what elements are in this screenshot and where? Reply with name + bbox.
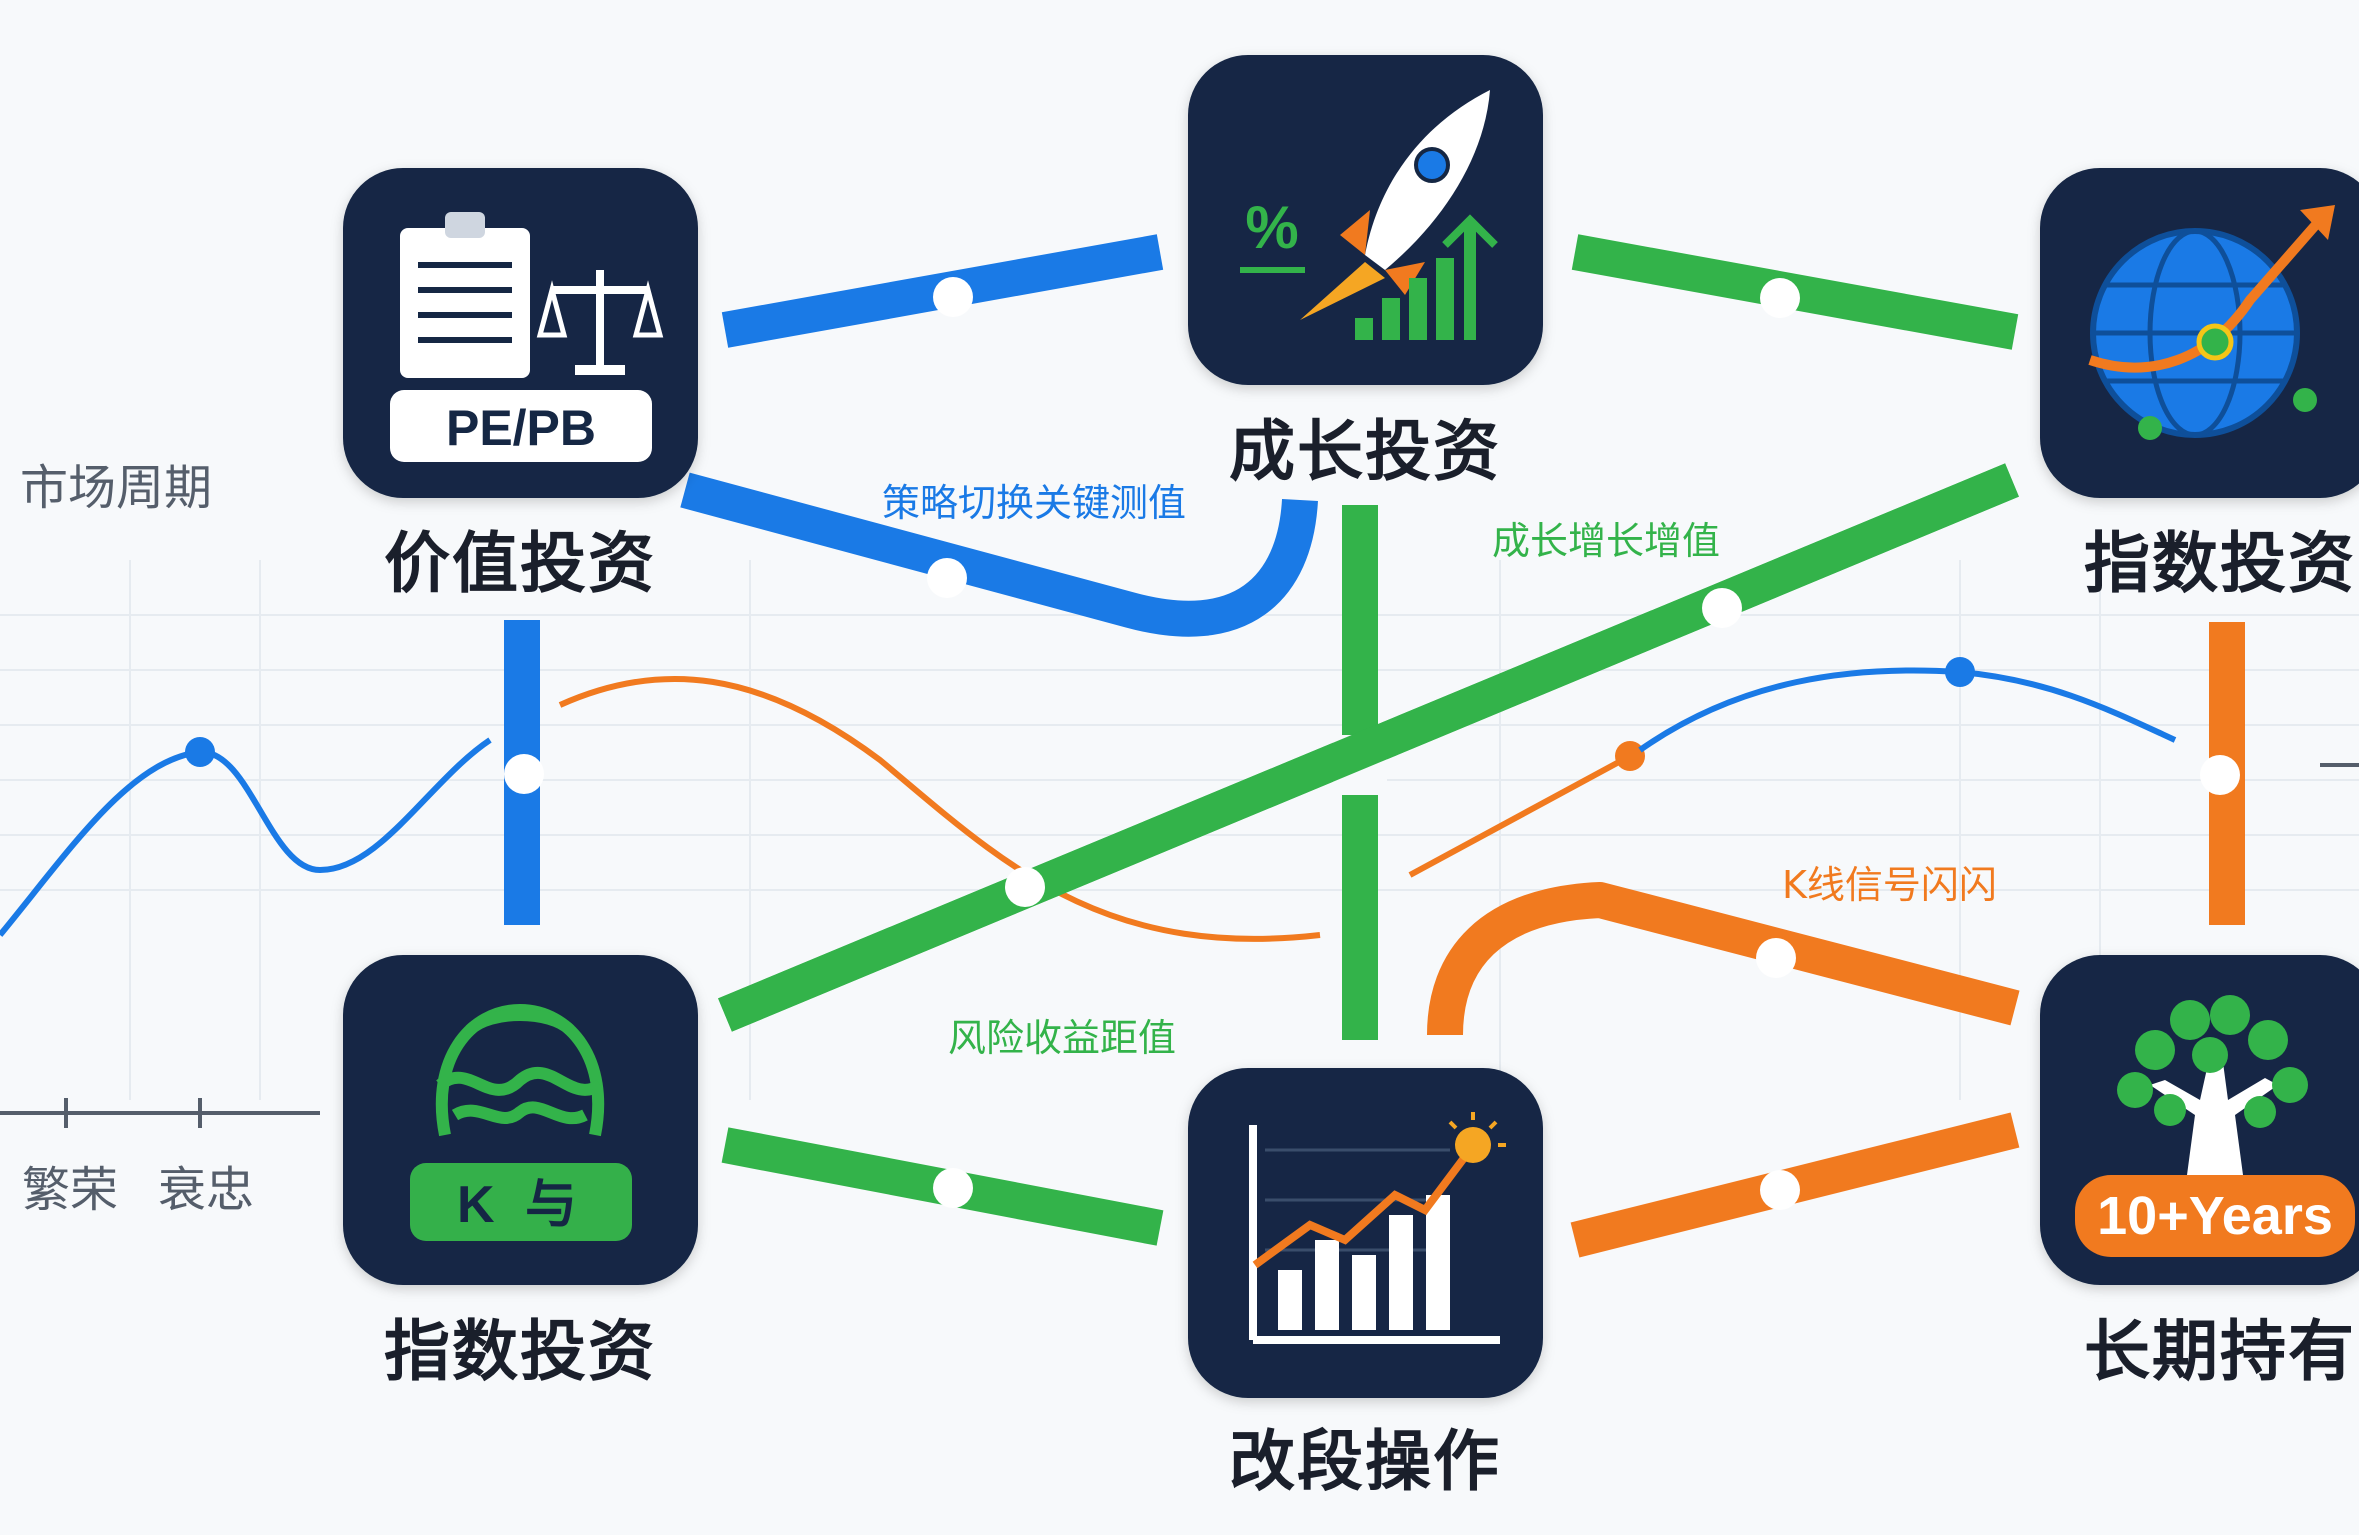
route-label-k-line-signal: K线信号闪闪 [1782,863,1997,907]
node-label-index-investing-top: 指数投资 [2084,525,2356,602]
k-badge [410,1163,632,1241]
k-badge-text: K 与 [457,1176,585,1234]
rocket-growth-icon: % [1240,90,1498,340]
node-label-index-investing-bottom: 指数投资 [384,1313,656,1390]
node-label-band-trading: 改段操作 [1229,1423,1501,1500]
tile-band-trading [1188,1068,1543,1398]
station-dot [933,277,973,317]
coin-wave-icon [435,1003,605,1137]
axis-tick-label-decline: 衰忠 [158,1162,255,1218]
route-diagonal-overlay [718,463,2019,1032]
pe-pb-badge [390,390,652,462]
tile-value-investing: PE/PB [343,168,698,498]
route-label-strategy-switch: 策略切换关键测值 [882,481,1187,525]
clipboard-scale-icon [400,212,664,378]
tile-index-investing-top [2040,168,2359,498]
curve-peak-dot-right [1945,657,1975,687]
station-dot [927,558,967,598]
globe-trend-icon [2088,205,2335,440]
tile-long-term-holding: 10+Years [2040,955,2359,1285]
curve-dot-orange [1615,741,1645,771]
market-cycle-curve-orange [558,675,1321,942]
station-dot [2200,755,2240,795]
station-dot [504,754,544,794]
station-dot [933,1168,973,1208]
axis-tick-label-boom: 繁荣 [22,1162,119,1218]
pe-pb-badge-text: PE/PB [446,400,596,456]
years-badge [2075,1175,2355,1257]
market-cycle-curve-right-blue [1638,667,2177,753]
years-badge-text: 10+Years [2097,1186,2333,1246]
market-cycle-curve-right-orange [1408,753,1632,878]
node-label-long-term-holding: 长期持有 [2084,1313,2356,1390]
market-cycle-curve-left [0,737,492,937]
tile-index-investing-bottom: K 与 [343,955,698,1285]
route-label-growth-increment: 成长增长增值 [1492,519,1721,563]
station-dot [1760,278,1800,318]
cycle-axis [0,1098,320,1128]
route-label-risk-return: 风险收益距值 [948,1016,1177,1060]
percent-icon-text: % [1245,194,1298,261]
curve-peak-dot-left [185,737,215,767]
tree-icon [2117,995,2308,1190]
node-label-value-investing: 价值投资 [384,525,656,602]
node-label-growth-investing: 成长投资 [1229,413,1501,490]
station-dot [1005,867,1045,907]
station-dot [1760,1170,1800,1210]
route-station-dots [504,277,2240,1210]
tile-growth-investing: % [1188,55,1543,385]
station-dot [1756,938,1796,978]
axis-title: 市场周期 [20,460,213,516]
bar-chart-trend-icon [1249,1112,1506,1344]
station-dot [1702,588,1742,628]
route-band-to-long-upper [1427,882,2020,1036]
route-value-to-growth-lower [680,472,1318,637]
